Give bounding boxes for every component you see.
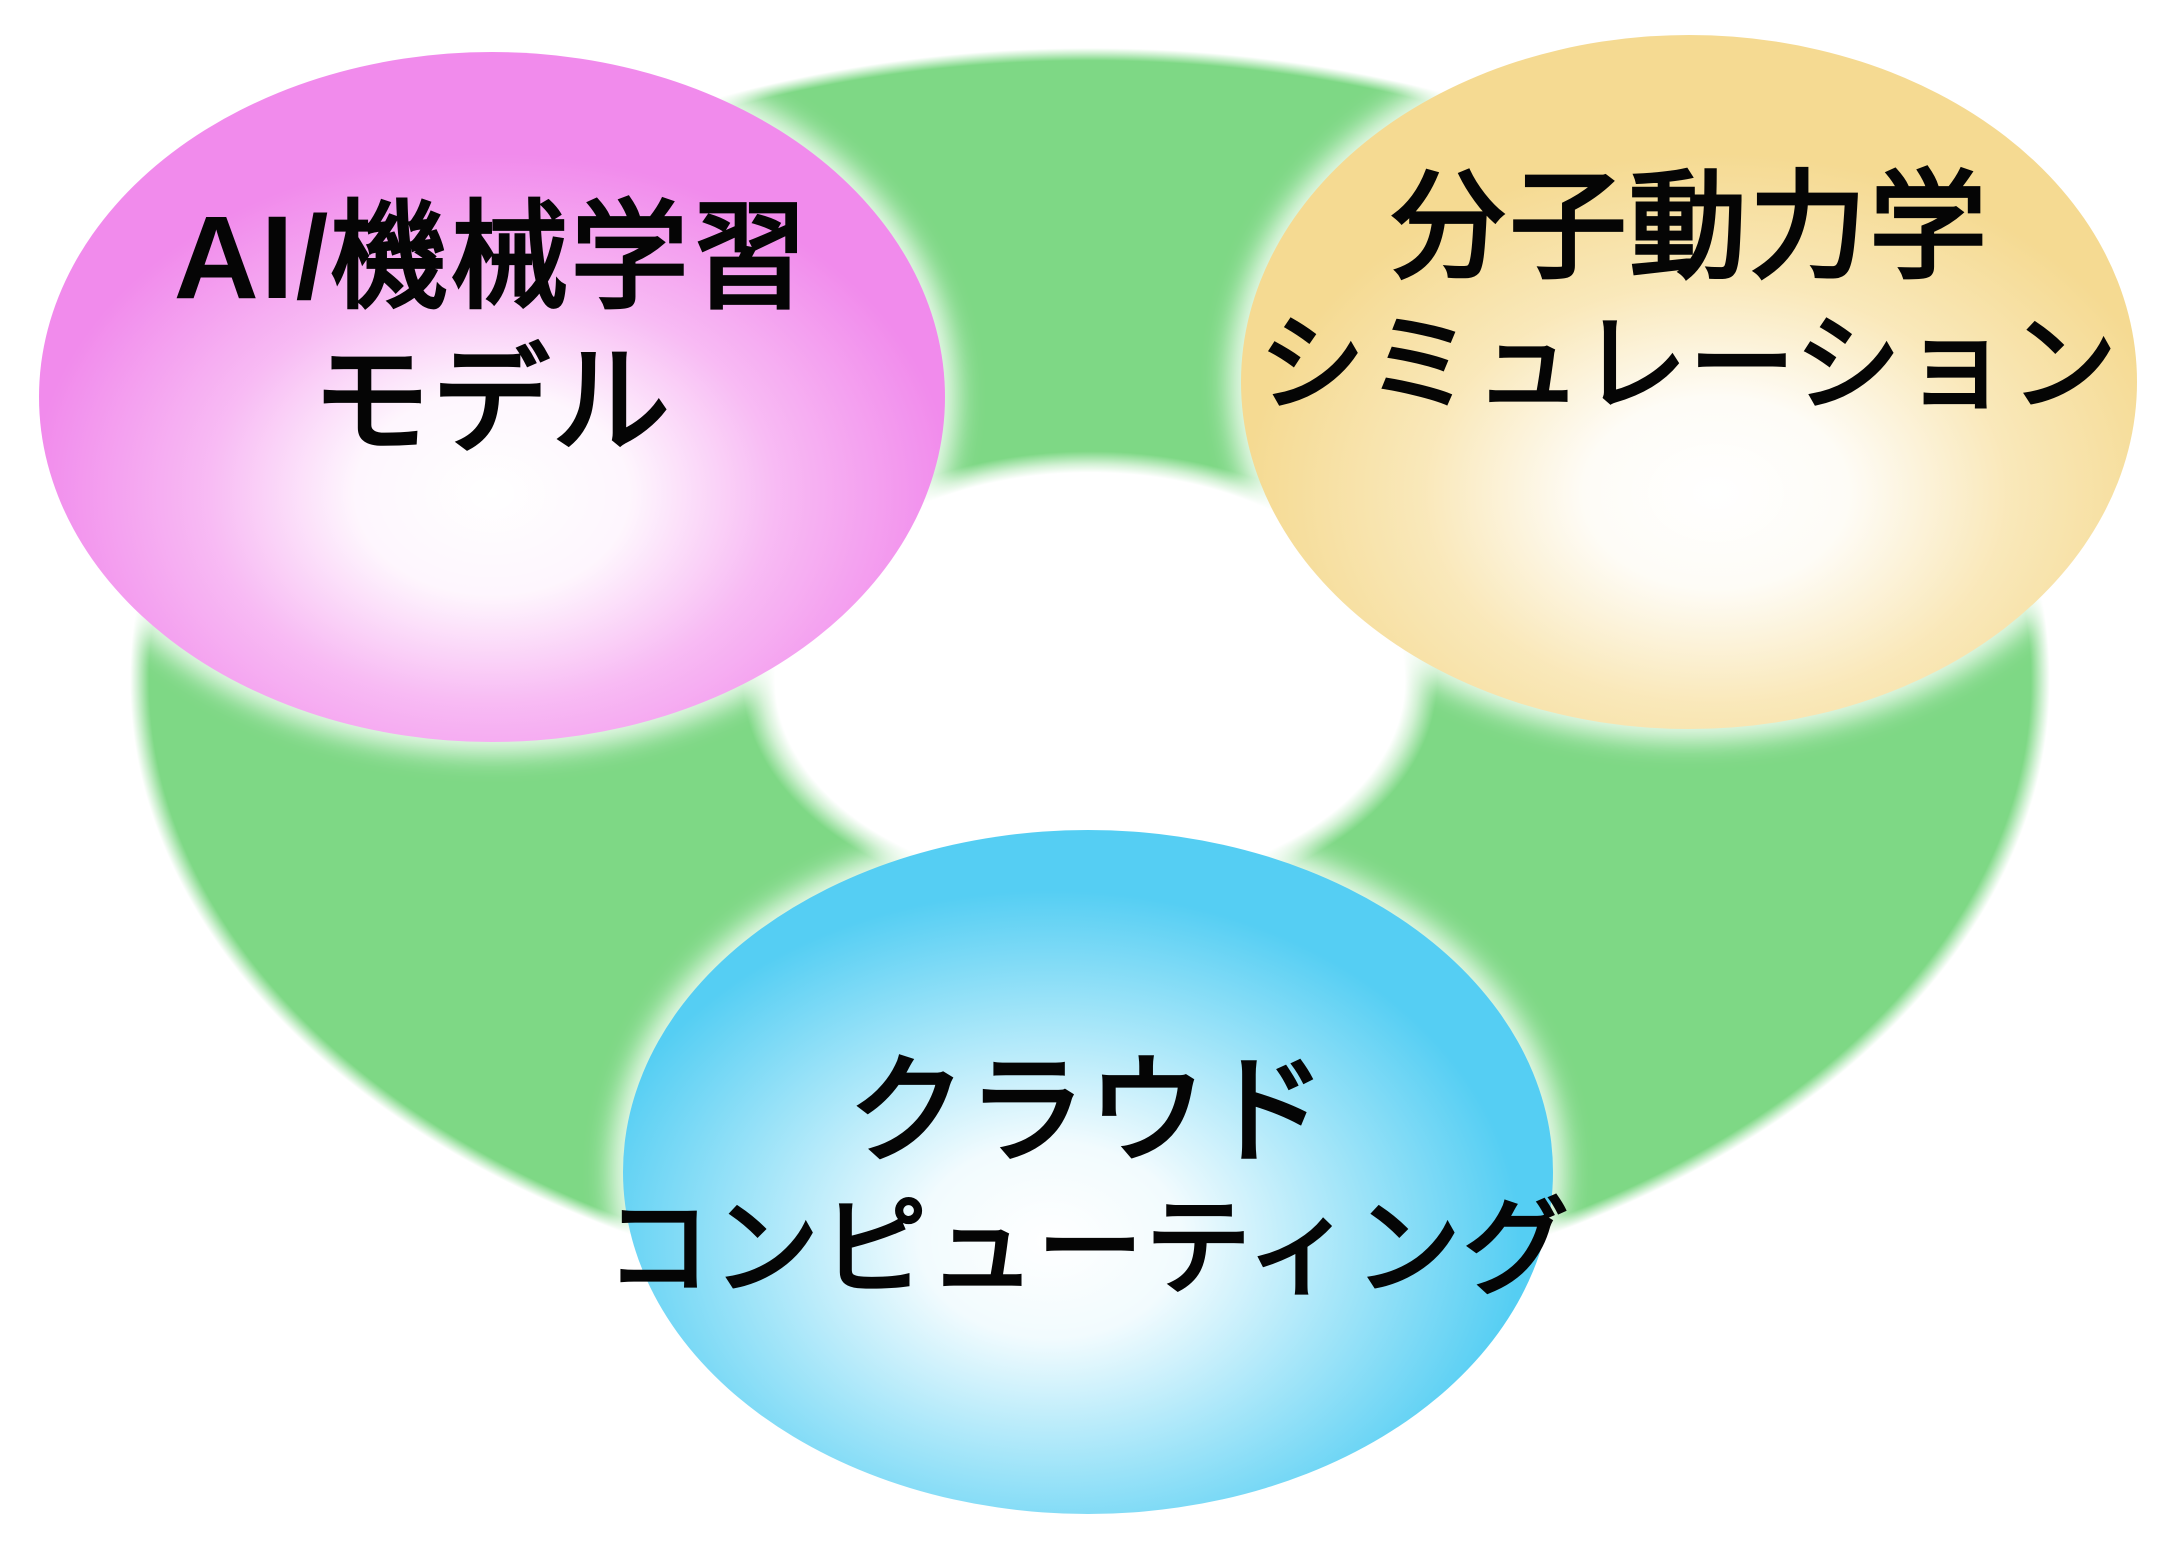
bubble-label-line: シミュレーション bbox=[1259, 306, 2119, 425]
bubble-label-ai-ml-model: AI/機械学習 モデル bbox=[174, 187, 811, 475]
bubble-label-molecular-dynamics-simulation: 分子動力学 シミュレーション bbox=[1259, 157, 2119, 430]
bubble-label-line: モデル bbox=[311, 336, 672, 468]
bubble-label-cloud-computing: クラウド コンピューティング bbox=[605, 1041, 1571, 1314]
bubble-cloud-computing: クラウド コンピューティング bbox=[605, 830, 1569, 1514]
bubble-molecular-dynamics-simulation: 分子動力学 シミュレーション bbox=[1241, 35, 2137, 729]
bubble-label-line: AI/機械学習 bbox=[173, 192, 811, 325]
bubble-label-line: クラウド bbox=[848, 1046, 1329, 1179]
bubble-ai-ml-model: AI/機械学習 モデル bbox=[39, 52, 945, 742]
bubble-label-line: コンピューティング bbox=[605, 1190, 1571, 1309]
bubble-label-line: 分子動力学 bbox=[1388, 162, 1989, 295]
